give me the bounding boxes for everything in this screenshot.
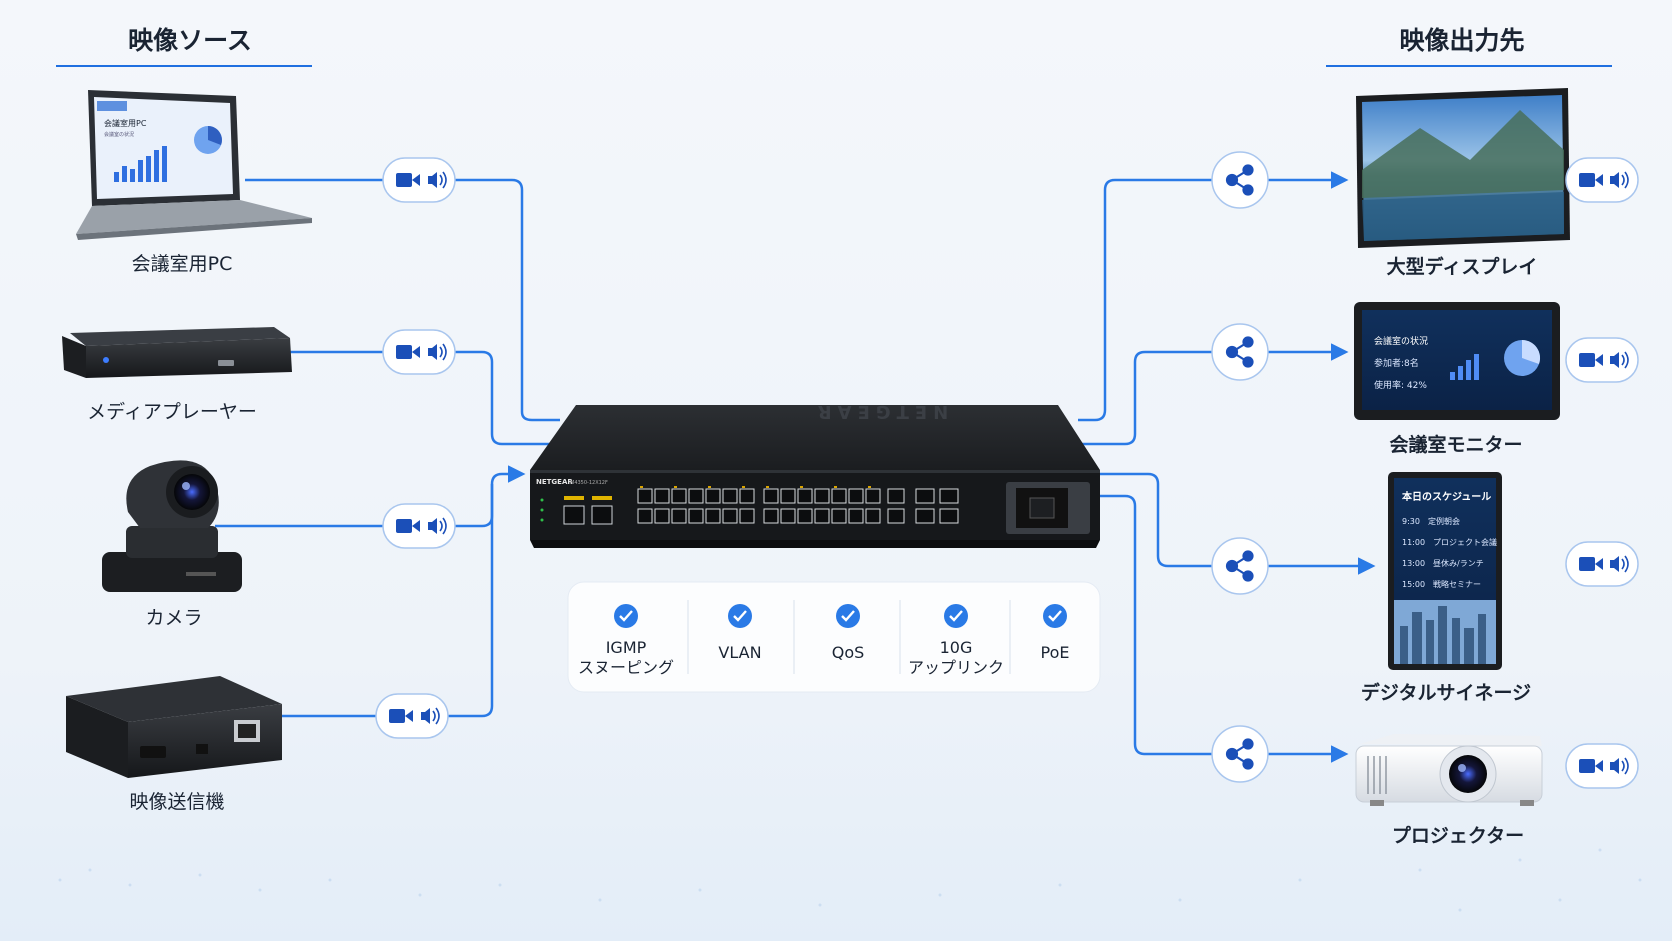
monitor-screen-line1: 参加者:8名 [1374, 357, 1419, 369]
check-icon [1043, 604, 1067, 628]
network-switch: NETGEAR NETGEAR M4350-12X12F [530, 401, 1100, 548]
stream-badge-display [1566, 158, 1638, 202]
signage-row-2: 11:00 プロジェクト会議 [1402, 537, 1497, 547]
stream-badge-transmitter [376, 694, 448, 738]
multicast-badge-display [1212, 152, 1268, 208]
check-icon [944, 604, 968, 628]
feature-igmp-line1: IGMP [606, 638, 647, 657]
feature-vlan-line1: VLAN [718, 643, 761, 662]
check-icon [728, 604, 752, 628]
meeting-monitor-device: 会議室の状況 参加者:8名 使用率: 42% [1354, 302, 1560, 420]
source-label-media: メディアプレーヤー [87, 401, 257, 423]
stream-badge-projector [1566, 744, 1638, 788]
check-icon [836, 604, 860, 628]
signage-row-3: 13:00 昼休み/ランチ [1402, 558, 1484, 568]
stream-badge-pc [383, 158, 455, 202]
signage-row-4: 15:00 戦略セミナー [1402, 579, 1481, 589]
switch-brand: NETGEAR [536, 478, 573, 486]
destination-label-monitor: 会議室モニター [1389, 433, 1522, 456]
link-display [1078, 180, 1345, 420]
destinations-heading: 映像出力先 [1399, 26, 1524, 55]
destination-label-display: 大型ディスプレイ [1387, 255, 1538, 278]
laptop-screen-subtitle: 会議室の状況 [104, 131, 134, 138]
feature-10g-line2: アップリンク [908, 658, 1004, 677]
transmitter-device [66, 676, 282, 778]
stream-badge-camera [383, 504, 455, 548]
check-icon [614, 604, 638, 628]
destination-label-signage: デジタルサイネージ [1361, 681, 1531, 704]
source-label-camera: カメラ [145, 607, 202, 629]
source-label-pc: 会議室用PC [132, 253, 233, 275]
link-monitor [1078, 352, 1345, 444]
media-player-device [62, 327, 292, 378]
link-camera [215, 474, 522, 526]
multicast-badge-signage [1212, 538, 1268, 594]
signage-row-1: 9:30 定例朝会 [1402, 516, 1460, 526]
source-label-transmitter: 映像送信機 [129, 791, 224, 813]
projector-device [1356, 734, 1542, 806]
switch-model: M4350-12X12F [570, 480, 608, 486]
link-projector [1100, 496, 1345, 754]
monitor-screen-title: 会議室の状況 [1374, 335, 1428, 347]
background-dot-wave [59, 849, 1642, 912]
feature-qos-line1: QoS [832, 643, 865, 662]
signage-screen-title: 本日のスケジュール [1402, 490, 1491, 503]
stream-badge-monitor [1566, 338, 1638, 382]
multicast-badge-monitor [1212, 324, 1268, 380]
feature-10g-line1: 10G [940, 638, 973, 657]
feature-igmp-line2: スヌーピング [578, 658, 674, 677]
large-display-device [1356, 88, 1570, 248]
feature-panel: IGMP スヌーピング VLAN QoS 10G アップリンク PoE [568, 582, 1100, 692]
stream-badge-media [383, 330, 455, 374]
sources-heading: 映像ソース [128, 26, 252, 55]
switch-top-logo: NETGEAR [812, 401, 949, 422]
destination-label-projector: プロジェクター [1392, 824, 1524, 847]
feature-poe-line1: PoE [1041, 643, 1070, 662]
laptop-screen-title: 会議室用PC [104, 118, 147, 128]
monitor-screen-line2: 使用率: 42% [1374, 379, 1427, 391]
laptop-device: 会議室用PC 会議室の状況 [76, 90, 312, 240]
stream-badge-signage [1566, 542, 1638, 586]
multicast-badge-projector [1212, 726, 1268, 782]
digital-signage-device: 本日のスケジュール 9:30 定例朝会 11:00 プロジェクト会議 13:00… [1388, 472, 1502, 670]
